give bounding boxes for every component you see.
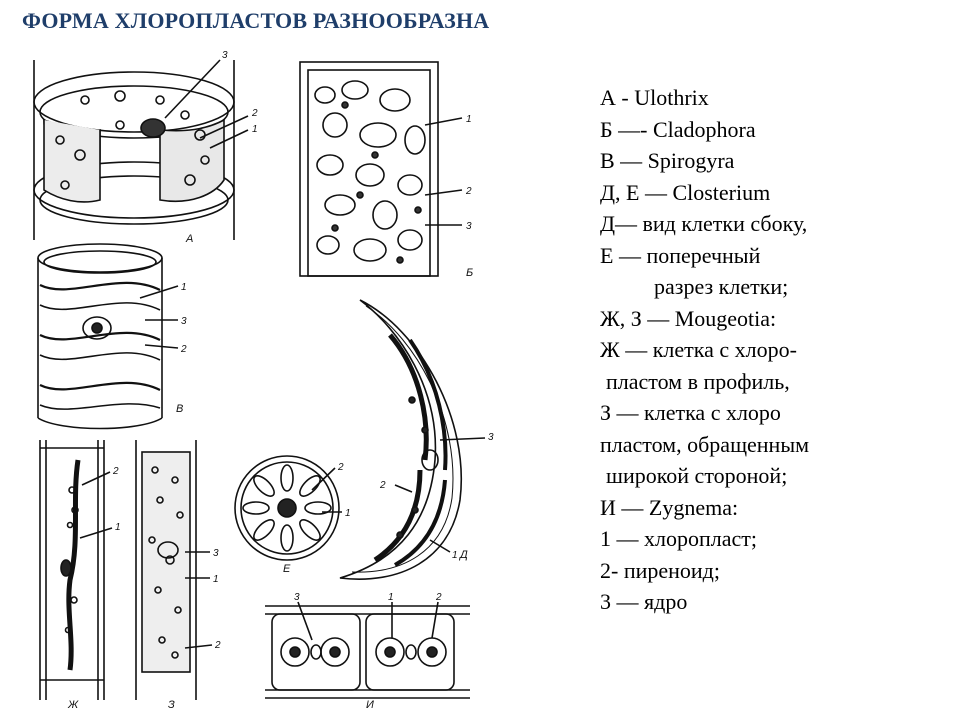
callout-zh-2: 2 [112, 466, 119, 477]
callout-a-1: 1 [252, 124, 258, 135]
legend-line: И — Zygnema: [600, 494, 739, 520]
panel-e-closterium-cross [234, 455, 342, 561]
callout-e-1: 1 [345, 508, 351, 519]
callout-z-3: 3 [213, 548, 219, 559]
callout-a-2: 2 [251, 108, 258, 119]
legend-line: В — Spirogyra [600, 148, 735, 173]
callout-z-1: 1 [213, 574, 219, 585]
panel-b-cladophora [299, 61, 463, 277]
panel-i-zygnema [265, 601, 470, 699]
page-title: ФОРМА ХЛОРОПЛАСТОВ РАЗНООБРАЗНА [22, 8, 490, 33]
legend-line: Е — поперечный [600, 242, 761, 268]
callout-d-1: 1 [452, 550, 458, 561]
panel-label-a: А [185, 233, 193, 245]
panel-a-ulothrix [33, 59, 249, 240]
callout-z-2: 2 [214, 640, 221, 651]
callout-zh-1: 1 [115, 522, 121, 533]
callout-b-1: 1 [466, 114, 472, 125]
callout-i-1: 1 [388, 592, 394, 603]
panel-label-v: В [176, 403, 183, 415]
panel-label-b: Б [466, 267, 473, 279]
legend-line: Б —- Cladophora [600, 116, 756, 142]
legend-line: Ж — клетка с хлоро- [600, 337, 797, 362]
legend-line: пластом, обращенным [600, 431, 810, 457]
panel-label-d: Д [458, 549, 468, 561]
panel-zh-mougeotia-profile [39, 440, 113, 700]
panel-label-z: З [168, 699, 175, 711]
legend-line: З — клетка с хлоро [600, 400, 781, 425]
callout-v-1: 1 [181, 282, 187, 293]
chloroplast-figure: А Б В Д Е Ж З И 3 2 1 1 2 3 1 3 2 2 1 3 … [33, 50, 494, 711]
callout-b-3: 3 [466, 221, 472, 232]
panel-d-closterium-side [339, 299, 486, 580]
panel-label-i: И [366, 699, 374, 711]
legend-line: 2- пиреноид; [600, 557, 720, 583]
callout-d-3: 3 [488, 432, 494, 443]
legend-line: 3 — ядро [600, 589, 688, 614]
panel-v-spirogyra [37, 243, 179, 430]
legend-line: пластом в профиль, [606, 368, 790, 394]
callout-v-3: 3 [181, 316, 187, 327]
legend-line: разрез клетки; [654, 274, 789, 299]
legend-line: Ж, З — Mougeotia: [600, 305, 777, 331]
panel-label-e: Е [283, 563, 291, 575]
callout-b-2: 2 [465, 186, 472, 197]
legend-line: широкой стороной; [606, 463, 788, 488]
legend: А - Ulothrix Б —- Cladophora В — Spirogy… [600, 82, 940, 618]
panel-label-zh: Ж [67, 699, 79, 711]
panel-z-mougeotia-broad [135, 440, 213, 700]
callout-v-2: 2 [180, 344, 187, 355]
callout-i-3: 3 [294, 592, 300, 603]
callout-i-2: 2 [435, 592, 442, 603]
callout-d-2: 2 [379, 480, 386, 491]
legend-line: 1 — хлоропласт; [600, 526, 757, 551]
legend-line: Д— вид клетки сбоку, [600, 211, 808, 236]
legend-line: Д, Е — Closterium [600, 179, 771, 205]
legend-line: А - Ulothrix [600, 85, 709, 110]
callout-a-3: 3 [222, 50, 228, 61]
callout-e-2: 2 [337, 462, 344, 473]
